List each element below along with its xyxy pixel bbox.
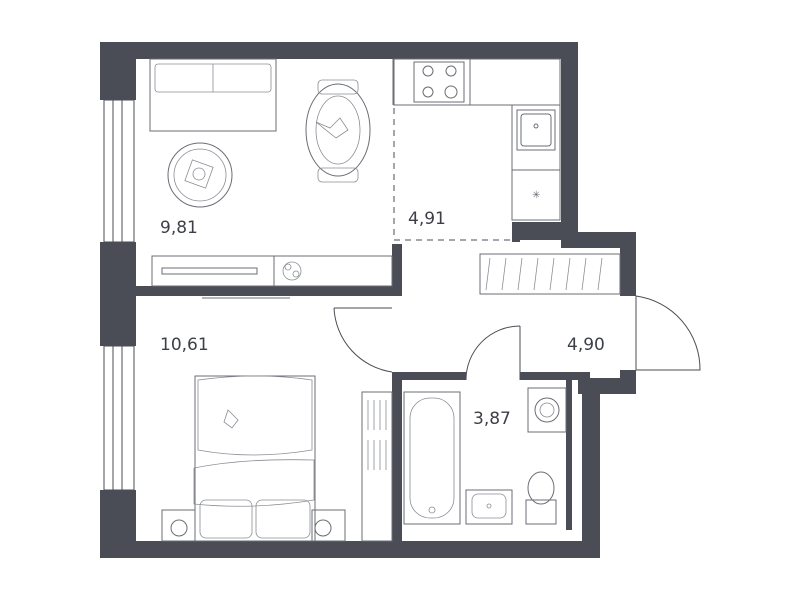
sink-icon xyxy=(516,109,556,151)
cooktop-icon xyxy=(413,61,465,103)
svg-text:✳: ✳ xyxy=(532,190,540,201)
bathroom-area-label: 3,87 xyxy=(473,409,511,429)
sofa-icon xyxy=(149,58,277,132)
bathroom-door[interactable] xyxy=(465,325,521,381)
hall-area-label: 4,90 xyxy=(567,335,605,355)
washing-machine-icon xyxy=(527,387,567,433)
wardrobe-icon xyxy=(479,253,621,295)
fridge-icon: ✳ xyxy=(512,169,560,201)
bed-icon xyxy=(193,375,316,542)
walls xyxy=(100,42,636,558)
kitchen-area-label: 4,91 xyxy=(408,209,446,229)
round-rug-icon xyxy=(167,142,233,208)
bedroom-wardrobe-icon xyxy=(361,391,393,542)
tv-stand-icon xyxy=(151,255,393,287)
bathtub-icon xyxy=(403,391,461,525)
dining-table-icon xyxy=(305,79,371,183)
bedroom-area-label: 10,61 xyxy=(160,335,209,355)
living-area-label: 9,81 xyxy=(160,218,198,238)
toilet-icon xyxy=(525,471,557,525)
bedroom-door[interactable] xyxy=(333,307,393,373)
kitchen-counter xyxy=(393,58,561,221)
entrance-door[interactable] xyxy=(635,295,701,371)
nightstand-icon xyxy=(161,509,346,542)
windows xyxy=(103,99,135,491)
washbasin-icon xyxy=(465,489,513,525)
